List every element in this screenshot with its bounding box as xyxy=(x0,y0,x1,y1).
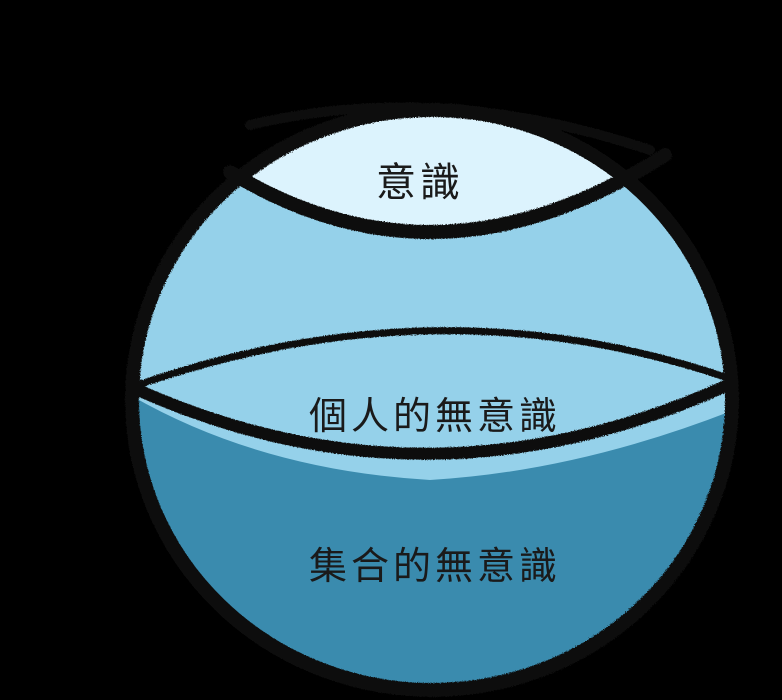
equator-back-line xyxy=(134,327,732,389)
label-personal-unconscious: 個人的無意識 xyxy=(308,394,562,438)
conscious-boundary xyxy=(223,148,672,239)
equator-front-line xyxy=(132,379,734,460)
label-conscious: 意識 xyxy=(376,160,464,206)
label-collective-unconscious: 集合的無意識 xyxy=(308,544,562,588)
